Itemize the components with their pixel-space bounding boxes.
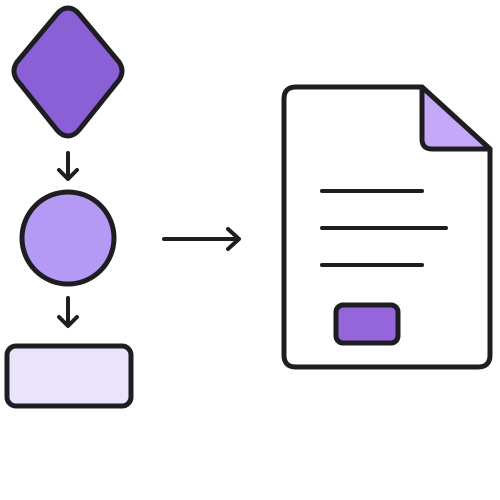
document-icon [281, 84, 493, 370]
diamond-shape [11, 5, 125, 139]
document-fold [419, 84, 493, 152]
arrow-down-head [57, 168, 79, 181]
arrow-down-icon [57, 296, 79, 328]
circle-shape [19, 189, 117, 287]
arrow-down-icon [57, 151, 79, 181]
document-button-shape [333, 302, 401, 346]
arrow-right-head [226, 227, 241, 251]
arrow-down-head [57, 315, 79, 328]
arrow-right-icon [162, 227, 241, 251]
rectangle-shape [4, 343, 134, 409]
